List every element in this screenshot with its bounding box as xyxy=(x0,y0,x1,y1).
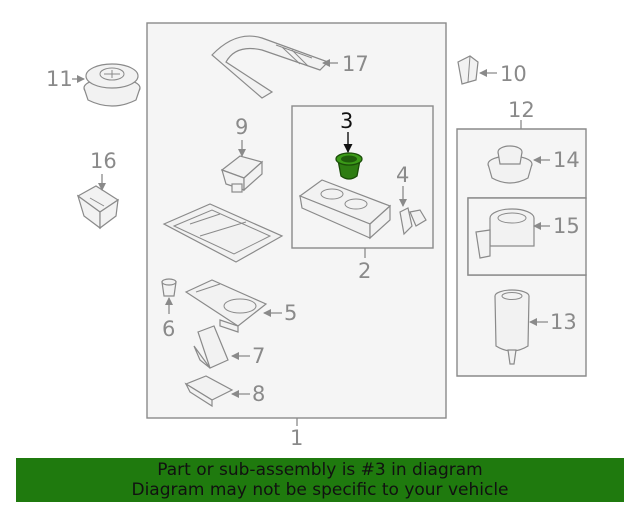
diagram-notice-banner: Part or sub-assembly is #3 in diagram Di… xyxy=(16,458,624,502)
part-3-cup-insert xyxy=(335,152,363,180)
banner-line-1: Part or sub-assembly is #3 in diagram xyxy=(157,460,483,480)
callout-17: 17 xyxy=(342,52,369,76)
callout-10: 10 xyxy=(500,62,527,86)
callout-15: 15 xyxy=(553,214,580,238)
callout-9: 9 xyxy=(235,115,248,139)
part-6-knob xyxy=(161,278,177,297)
callout-5: 5 xyxy=(284,301,297,325)
callout-13: 13 xyxy=(550,310,577,334)
part-16-switch-module xyxy=(76,185,120,230)
callout-4: 4 xyxy=(396,163,409,187)
callout-16: 16 xyxy=(90,149,117,173)
callout-14: 14 xyxy=(553,148,580,172)
banner-line-2: Diagram may not be specific to your vehi… xyxy=(131,480,509,500)
callout-6: 6 xyxy=(162,317,175,341)
callout-7: 7 xyxy=(252,344,265,368)
callout-1: 1 xyxy=(290,426,303,450)
part-5-shifter-surround xyxy=(184,279,268,333)
part-console-tray xyxy=(162,203,284,263)
part-11-knob-assembly xyxy=(83,63,141,107)
part-2-cupholder xyxy=(298,179,392,240)
part-13-lighter xyxy=(494,289,530,365)
callout-3: 3 xyxy=(340,109,353,133)
callout-11: 11 xyxy=(46,67,73,91)
part-4-clip xyxy=(399,207,427,236)
part-7-bracket xyxy=(193,325,229,369)
callout-8: 8 xyxy=(252,382,265,406)
callout-2: 2 xyxy=(358,259,371,283)
part-17-trim-bezel xyxy=(211,35,330,99)
callout-12: 12 xyxy=(508,98,535,122)
part-14-cap xyxy=(487,145,533,184)
part-10-clip xyxy=(457,55,479,85)
part-15-socket xyxy=(475,208,535,259)
parts-diagram: 17 11 10 9 12 3 16 14 4 15 2 5 13 6 7 8 … xyxy=(46,22,587,450)
part-9-switch xyxy=(220,155,264,193)
